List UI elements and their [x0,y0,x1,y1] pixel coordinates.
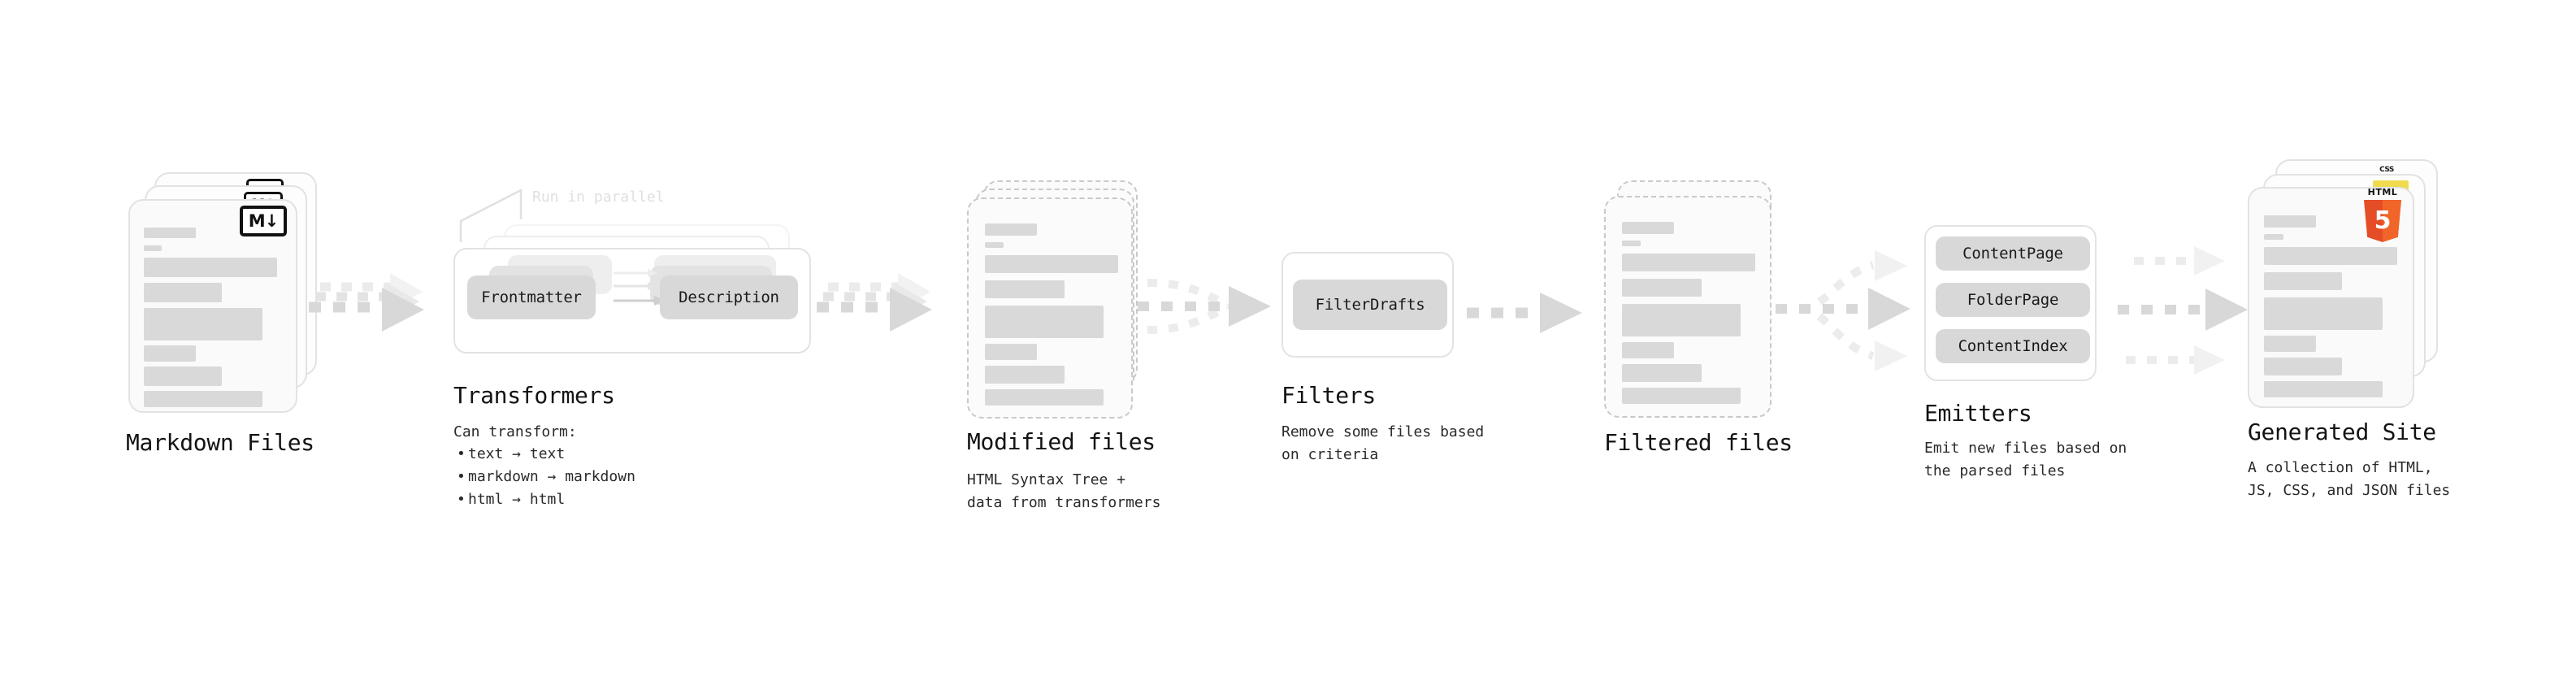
html5-badge-caption: HTML [2367,187,2398,197]
text-bar [2264,381,2383,397]
text-bar [144,345,196,362]
transformers-description-items: text → text markdown → markdown html → h… [453,443,635,511]
filters-pill-filterdrafts[interactable]: FilterDrafts [1293,280,1447,330]
stage-label-filtered-files: Filtered files [1604,429,1793,456]
text-bar [1622,254,1755,271]
html5-badge: HTML 5 [2364,187,2401,242]
connector-filters-to-filtered-files [1467,289,1597,338]
filters-description: Remove some files based on criteria [1281,423,1485,463]
list-item: html → html [453,488,635,511]
transformer-internal-arrows [614,268,711,317]
text-bar [1622,304,1741,336]
transformer-pill-description[interactable]: Description [660,275,798,319]
text-bar [985,255,1118,273]
text-bar [985,306,1104,338]
filtered-card-front [1604,196,1772,418]
text-bar [144,258,277,277]
text-bar [1622,279,1702,297]
text-bar [1622,241,1641,246]
stage-label-transformers: Transformers [453,382,615,409]
list-item: text → text [453,443,635,466]
connector-markdown-to-transformers [309,268,455,358]
css-badge-label: CSS [2379,166,2394,174]
text-bar [985,366,1065,384]
text-bar [2264,234,2283,240]
connector-filtered-files-to-emitters [1776,234,1946,388]
connector-modified-files-to-filters [1138,268,1300,366]
list-item: markdown → markdown [453,466,635,488]
text-bar [144,228,196,238]
emitters-description: Emit new files based on the parsed files [1924,440,2127,479]
transformer-pill-frontmatter[interactable]: Frontmatter [467,275,596,319]
stage-label-modified-files: Modified files [967,428,1156,455]
text-bar [144,308,262,340]
text-bar [144,391,262,407]
generated-site-description: A collection of HTML, JS, CSS, and JSON … [2248,459,2451,499]
modified-card-front [967,197,1133,419]
text-bar [985,242,1004,248]
connector-transformers-to-modified-files [817,268,963,358]
text-bar [1622,364,1702,382]
stage-label-filters: Filters [1281,382,1376,409]
text-bar [985,389,1104,406]
markdown-badge-front: M↓ [240,206,287,236]
stage-label-generated-site: Generated Site [2248,419,2436,445]
stage-label-emitters: Emitters [1924,400,2032,427]
run-in-parallel-bracket [459,187,557,247]
text-bar [985,344,1037,360]
text-bar [2264,272,2342,290]
text-bar [985,223,1037,236]
connector-emitters-to-generated-site [2110,234,2272,388]
run-in-parallel-label: Run in parallel [532,189,665,206]
emitters-pill-folderpage[interactable]: FolderPage [1936,283,2090,317]
stage-label-markdown-files: Markdown Files [126,429,314,456]
text-bar [2264,215,2316,228]
text-bar [2264,297,2383,330]
text-bar [144,245,162,251]
html5-shield [2364,200,2401,242]
text-bar [2264,247,2397,265]
text-bar [2264,358,2342,375]
text-bar [144,283,222,302]
text-bar [2264,336,2316,352]
text-bar [1622,222,1674,234]
emitters-pill-contentindex[interactable]: ContentIndex [1936,329,2090,363]
text-bar [985,280,1065,298]
emitters-pill-contentpage[interactable]: ContentPage [1936,236,2090,271]
text-bar [1622,388,1741,404]
text-bar [1622,342,1674,358]
html5-badge-number: 5 [2374,206,2392,236]
text-bar [144,367,222,386]
transformers-description-intro: Can transform: [453,423,577,440]
modified-files-description: HTML Syntax Tree + data from transformer… [967,471,1161,511]
